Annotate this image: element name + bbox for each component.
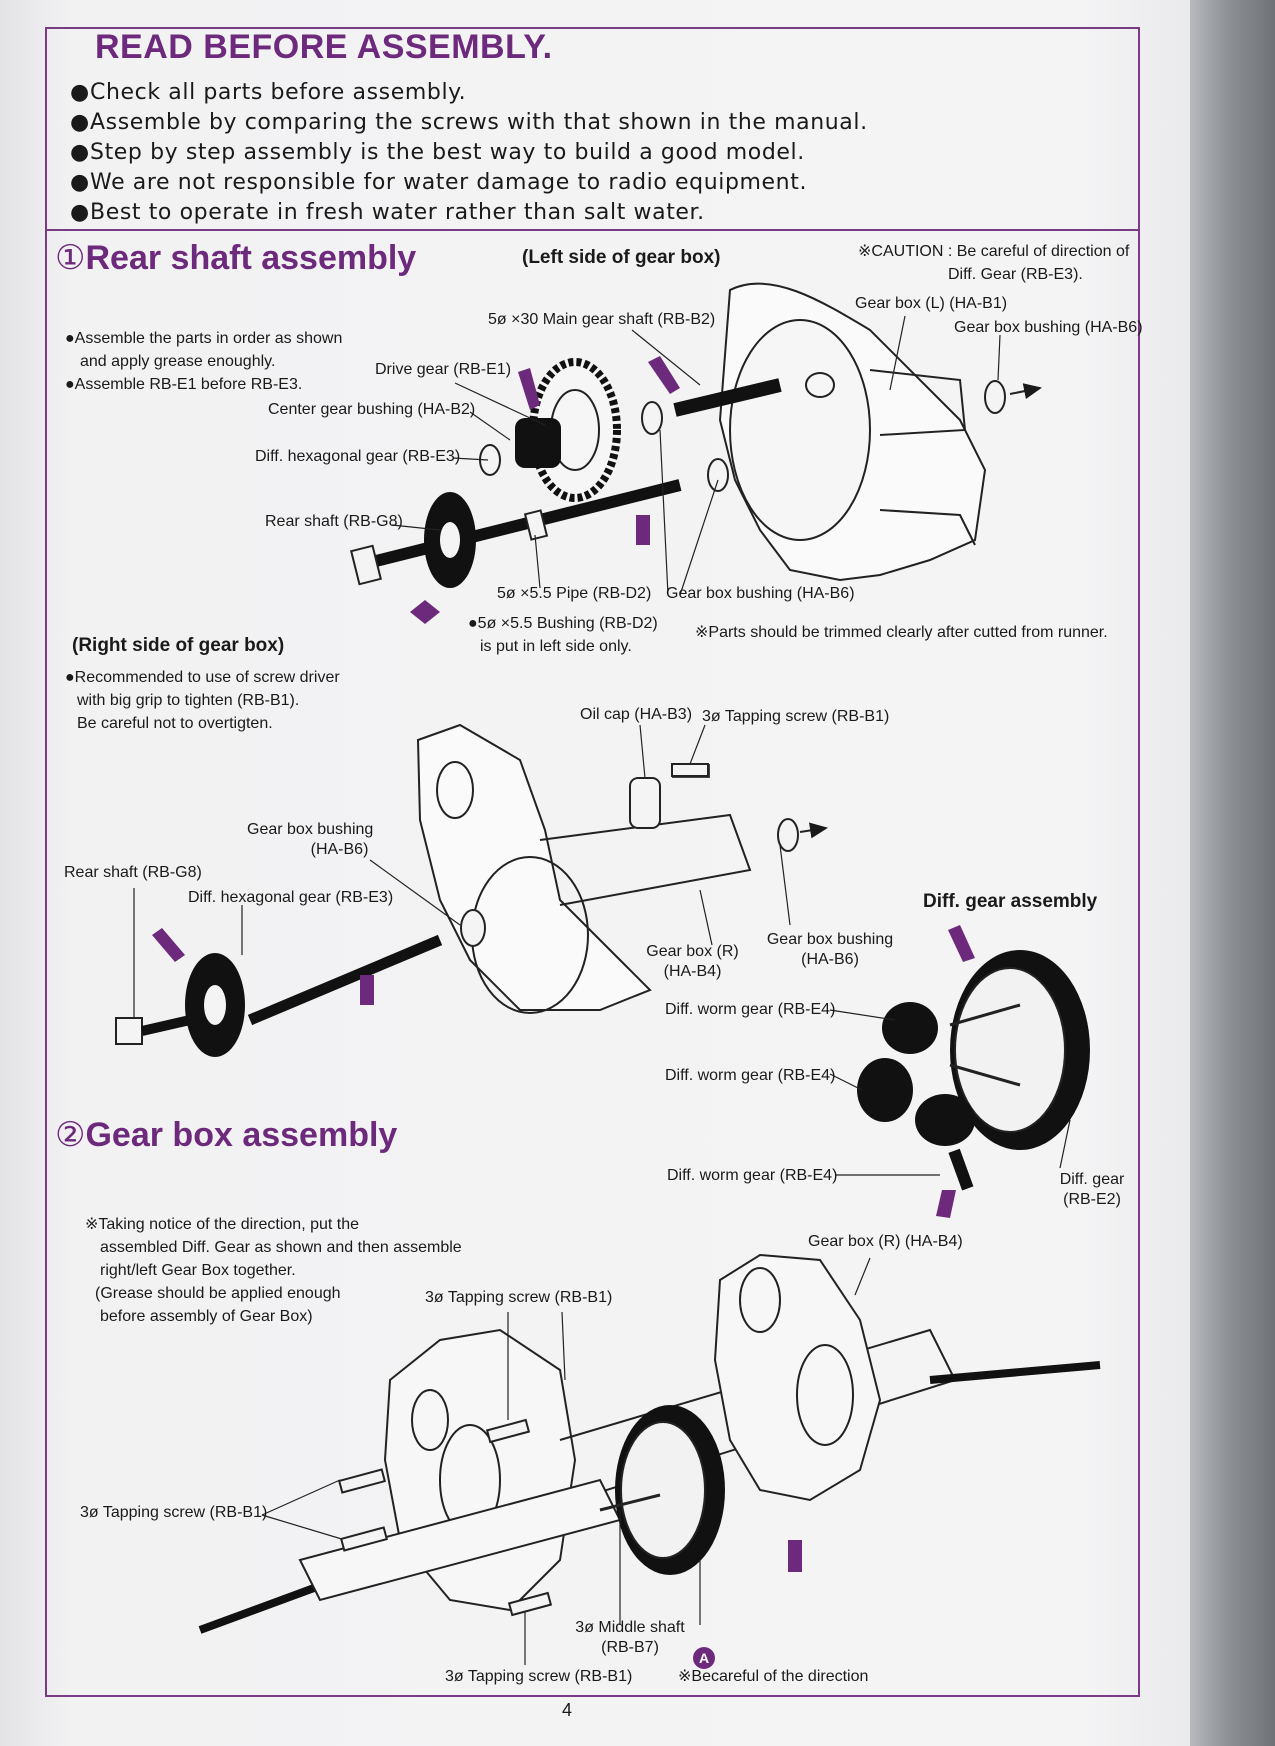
diff-leader-lines bbox=[829, 1009, 1071, 1176]
label-tapping-screw-left: 3ø Tapping screw (RB-B1) bbox=[80, 1504, 268, 1521]
drive-gear-drawing bbox=[479, 358, 621, 502]
label-tapping-screw-right: 3ø Tapping screw (RB-B1) bbox=[702, 708, 890, 725]
label-tapping-screw-top: 3ø Tapping screw (RB-B1) bbox=[425, 1289, 613, 1306]
label-gear-box-l: Gear box (L) (HA-B1) bbox=[855, 295, 1008, 312]
diff-gear-assembly-drawing bbox=[857, 950, 1090, 1191]
section2-leader-lines bbox=[261, 1257, 871, 1665]
gear-box-assembly-notes: ※Taking notice of the direction, put the… bbox=[85, 1216, 462, 1325]
label-oil-cap: Oil cap (HA-B3) bbox=[580, 706, 693, 723]
diff-gear-assembly-title: Diff. gear assembly bbox=[923, 891, 1098, 912]
label-diff-hex-gear-right: Diff. hexagonal gear (RB-E3) bbox=[188, 889, 394, 906]
right-side-title: (Right side of gear box) bbox=[72, 635, 285, 656]
section-2-title: ②Gear box assembly bbox=[55, 1115, 397, 1155]
section-title-text: Gear box assembly bbox=[85, 1116, 398, 1154]
label-gear-box-r: Gear box (R) (HA-B4) bbox=[646, 943, 739, 980]
section-number: ① bbox=[55, 239, 86, 277]
label-diff-gear: Diff. gear (RB-E2) bbox=[1059, 1171, 1125, 1208]
label-gear-box-r-assembly: Gear box (R) (HA-B4) bbox=[808, 1233, 963, 1250]
grease-marker-icons bbox=[152, 928, 374, 1005]
label-rear-shaft-right: Rear shaft (RB-G8) bbox=[64, 864, 202, 881]
header-divider bbox=[45, 229, 1140, 231]
label-diff-worm-gear-1: Diff. worm gear (RB-E4) bbox=[665, 1001, 836, 1018]
main-gear-shaft-drawing bbox=[641, 378, 782, 435]
section-number: ② bbox=[55, 1116, 86, 1154]
read-before-list: ●Check all parts before assembly. ●Assem… bbox=[70, 78, 868, 228]
page-number: 4 bbox=[562, 1700, 573, 1720]
label-rear-shaft: Rear shaft (RB-G8) bbox=[265, 513, 403, 530]
right-side-notes: ●Recommended to use of screw driver with… bbox=[65, 669, 340, 732]
tapping-screw-icons bbox=[337, 763, 709, 1617]
section1-leader-lines bbox=[391, 315, 1001, 596]
rule-item: ●Best to operate in fresh water rather t… bbox=[70, 200, 705, 225]
section-1-title: ①Rear shaft assembly bbox=[55, 238, 416, 278]
rule-item: ●We are not responsible for water damage… bbox=[70, 170, 808, 195]
right-side-shaft-drawing bbox=[115, 764, 828, 1057]
right-side-leader-lines bbox=[133, 724, 791, 1018]
grease-marker-icons bbox=[410, 356, 680, 624]
middle-diff-gear-drawing bbox=[599, 1405, 725, 1575]
caution-note: ※CAUTION : Be careful of direction of Di… bbox=[858, 243, 1130, 283]
trim-note: ※Parts should be trimmed clearly after c… bbox=[695, 624, 1108, 641]
grease-marker-icons bbox=[788, 1540, 802, 1572]
rule-item: ●Assemble by comparing the screws with t… bbox=[70, 110, 868, 135]
label-diff-worm-gear-3: Diff. worm gear (RB-E4) bbox=[667, 1167, 838, 1184]
page-frame bbox=[45, 27, 1140, 1697]
manual-page bbox=[0, 0, 1200, 1746]
label-main-gear-shaft: 5ø ×30 Main gear shaft (RB-B2) bbox=[488, 311, 716, 328]
section-title-text: Rear shaft assembly bbox=[85, 239, 417, 277]
label-diff-hex-gear: Diff. hexagonal gear (RB-E3) bbox=[255, 448, 461, 465]
label-tapping-screw-bottom: 3ø Tapping screw (RB-B1) bbox=[445, 1668, 633, 1685]
label-gear-box-bushing-top: Gear box bushing (HA-B6) bbox=[954, 319, 1143, 336]
rule-item: ●Step by step assembly is the best way t… bbox=[70, 140, 805, 165]
direction-marker-a: A bbox=[693, 1647, 715, 1669]
label-drive-gear: Drive gear (RB-E1) bbox=[375, 361, 512, 378]
label-gear-box-bushing-bottom: Gear box bushing (HA-B6) bbox=[666, 585, 855, 602]
left-gear-box-drawing bbox=[718, 282, 987, 582]
label-gear-box-bushing-right-1: Gear box bushing (HA-B6) bbox=[247, 821, 374, 858]
label-middle-shaft: 3ø Middle shaft (RB-B7) bbox=[575, 1619, 685, 1656]
direction-note: ※Becareful of the direction bbox=[678, 1668, 869, 1685]
bushing-note: ●5ø ×5.5 Bushing (RB-D2) is put in left … bbox=[468, 615, 658, 655]
left-side-title: (Left side of gear box) bbox=[522, 247, 721, 268]
assembly-notes: ●Assemble the parts in order as shown an… bbox=[65, 330, 343, 393]
assembled-gear-box-drawing bbox=[198, 1253, 1101, 1634]
label-diff-worm-gear-2: Diff. worm gear (RB-E4) bbox=[665, 1067, 836, 1084]
label-pipe: 5ø ×5.5 Pipe (RB-D2) bbox=[497, 585, 652, 602]
label-center-gear-bushing: Center gear bushing (HA-B2) bbox=[268, 401, 476, 418]
grease-marker-icons bbox=[936, 925, 975, 1218]
read-before-title: READ BEFORE ASSEMBLY. bbox=[95, 28, 553, 66]
label-gear-box-bushing-right-2: Gear box bushing (HA-B6) bbox=[766, 931, 894, 968]
rule-item: ●Check all parts before assembly. bbox=[70, 80, 467, 105]
rear-shaft-drawing bbox=[350, 380, 1042, 588]
page-edge-shadow bbox=[1190, 0, 1275, 1746]
